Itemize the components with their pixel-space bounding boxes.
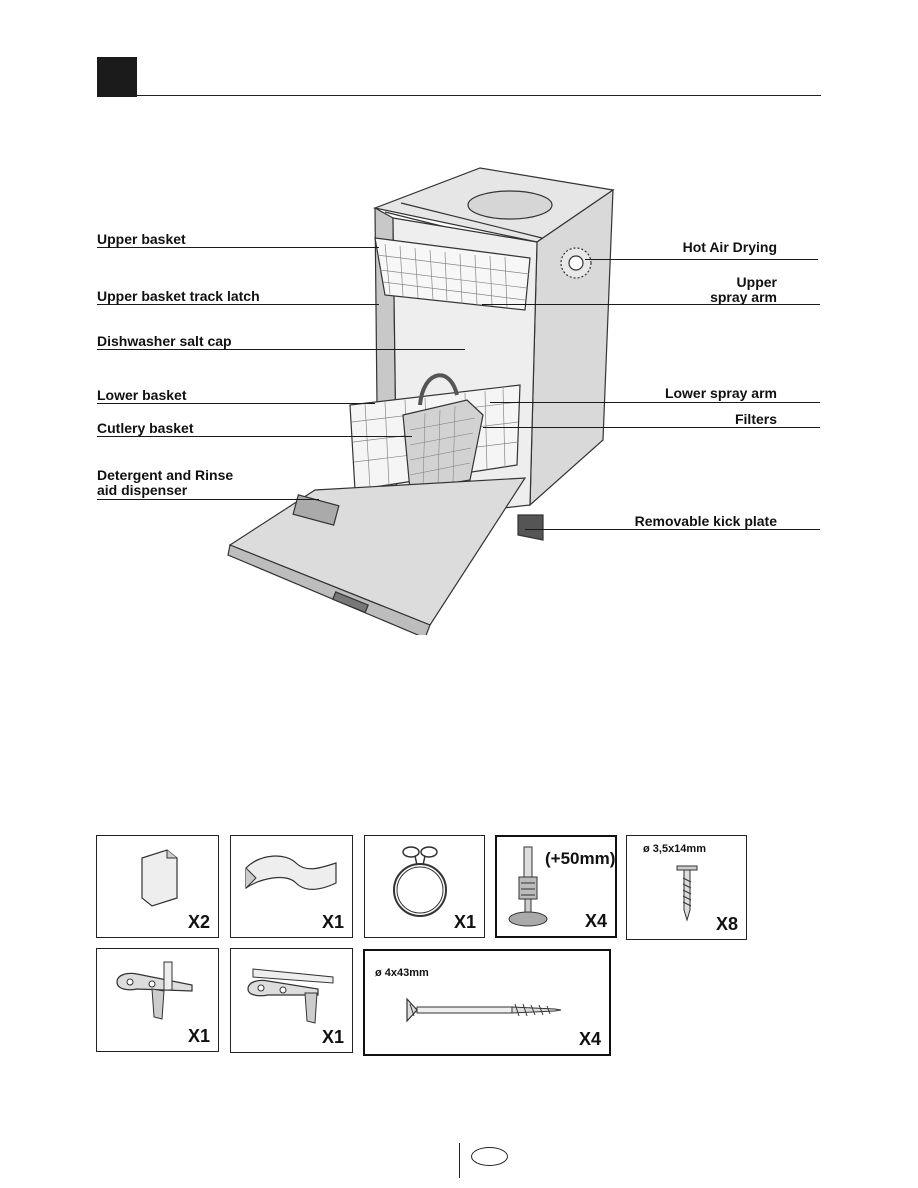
hot-air-drying-label: Hot Air Drying [682, 239, 777, 255]
accessory-hose-clamp: X1 [364, 835, 485, 938]
tape-strip-icon [245, 855, 337, 890]
hose-clamp-quantity: X1 [453, 912, 476, 932]
long-screw-quantity: X4 [578, 1029, 601, 1049]
small-screw-icon [676, 865, 698, 922]
cutlery-basket-leader [97, 436, 412, 438]
accessory-small-screw: ø 3,5x14mm X8 [626, 835, 747, 940]
long-screw-icon [406, 997, 562, 1023]
hot-air-drying-leader [585, 259, 818, 261]
removable-kick-plate-leader [525, 529, 820, 531]
mounting-bracket-right-icon [247, 968, 334, 1024]
language-badge [471, 1147, 508, 1166]
lower-spray-arm-label: Lower spray arm [664, 385, 777, 401]
filters-label: Filters [734, 411, 777, 427]
footer-divider [459, 1143, 460, 1178]
tape-patch-quantity: X2 [187, 912, 210, 932]
detergent-dispenser-label-line1: Detergent and Rinse [97, 467, 234, 483]
accessory-adjustable-foot: (+50mm) X4 [495, 835, 617, 938]
small-screw-quantity: X8 [715, 914, 738, 934]
cutlery-basket-label: Cutlery basket [97, 420, 194, 436]
section-number-block [97, 57, 137, 97]
upper-spray-arm-leader [482, 304, 820, 306]
accessory-bracket-right: X1 [230, 948, 353, 1053]
lower-spray-arm-leader [490, 402, 820, 404]
upper-spray-arm-label-line1: Upper [736, 274, 777, 290]
bracket-right-quantity: X1 [321, 1027, 344, 1047]
bracket-left-quantity: X1 [187, 1026, 210, 1046]
filters-leader [483, 427, 820, 429]
tape-patch-icon [141, 849, 178, 907]
lower-basket-label: Lower basket [97, 387, 187, 403]
adjustable-foot-extension-note: (+50mm) [545, 849, 616, 868]
adjustable-foot-icon [508, 846, 548, 927]
long-screw-size: ø 4x43mm [375, 967, 429, 979]
upper-basket-leader [97, 247, 379, 249]
accessory-long-screw: ø 4x43mm X4 [363, 949, 611, 1056]
upper-spray-arm-label-line2: spray arm [710, 289, 777, 305]
accessory-tape-strip: X1 [230, 835, 353, 938]
adjustable-foot-quantity: X4 [584, 911, 607, 931]
upper-basket-track-latch-leader [97, 304, 379, 306]
small-screw-size: ø 3,5x14mm [643, 843, 706, 855]
dishwasher-salt-cap-label: Dishwasher salt cap [97, 333, 232, 349]
accessory-tape-patch: X2 [96, 835, 219, 938]
detergent-dispenser-leader [97, 499, 319, 501]
upper-basket-label: Upper basket [97, 231, 186, 247]
mounting-bracket-left-icon [116, 961, 193, 1020]
hose-clamp-icon [393, 846, 447, 917]
tape-strip-quantity: X1 [321, 912, 344, 932]
detergent-dispenser-label-line2: aid dispenser [97, 482, 188, 498]
accessory-bracket-left: X1 [96, 948, 219, 1052]
upper-basket-track-latch-label: Upper basket track latch [97, 288, 260, 304]
removable-kick-plate-label: Removable kick plate [634, 513, 777, 529]
dishwasher-illustration [227, 167, 615, 635]
section-header-rule [137, 95, 821, 96]
lower-basket-leader [97, 403, 375, 405]
dishwasher-salt-cap-leader [97, 349, 465, 351]
